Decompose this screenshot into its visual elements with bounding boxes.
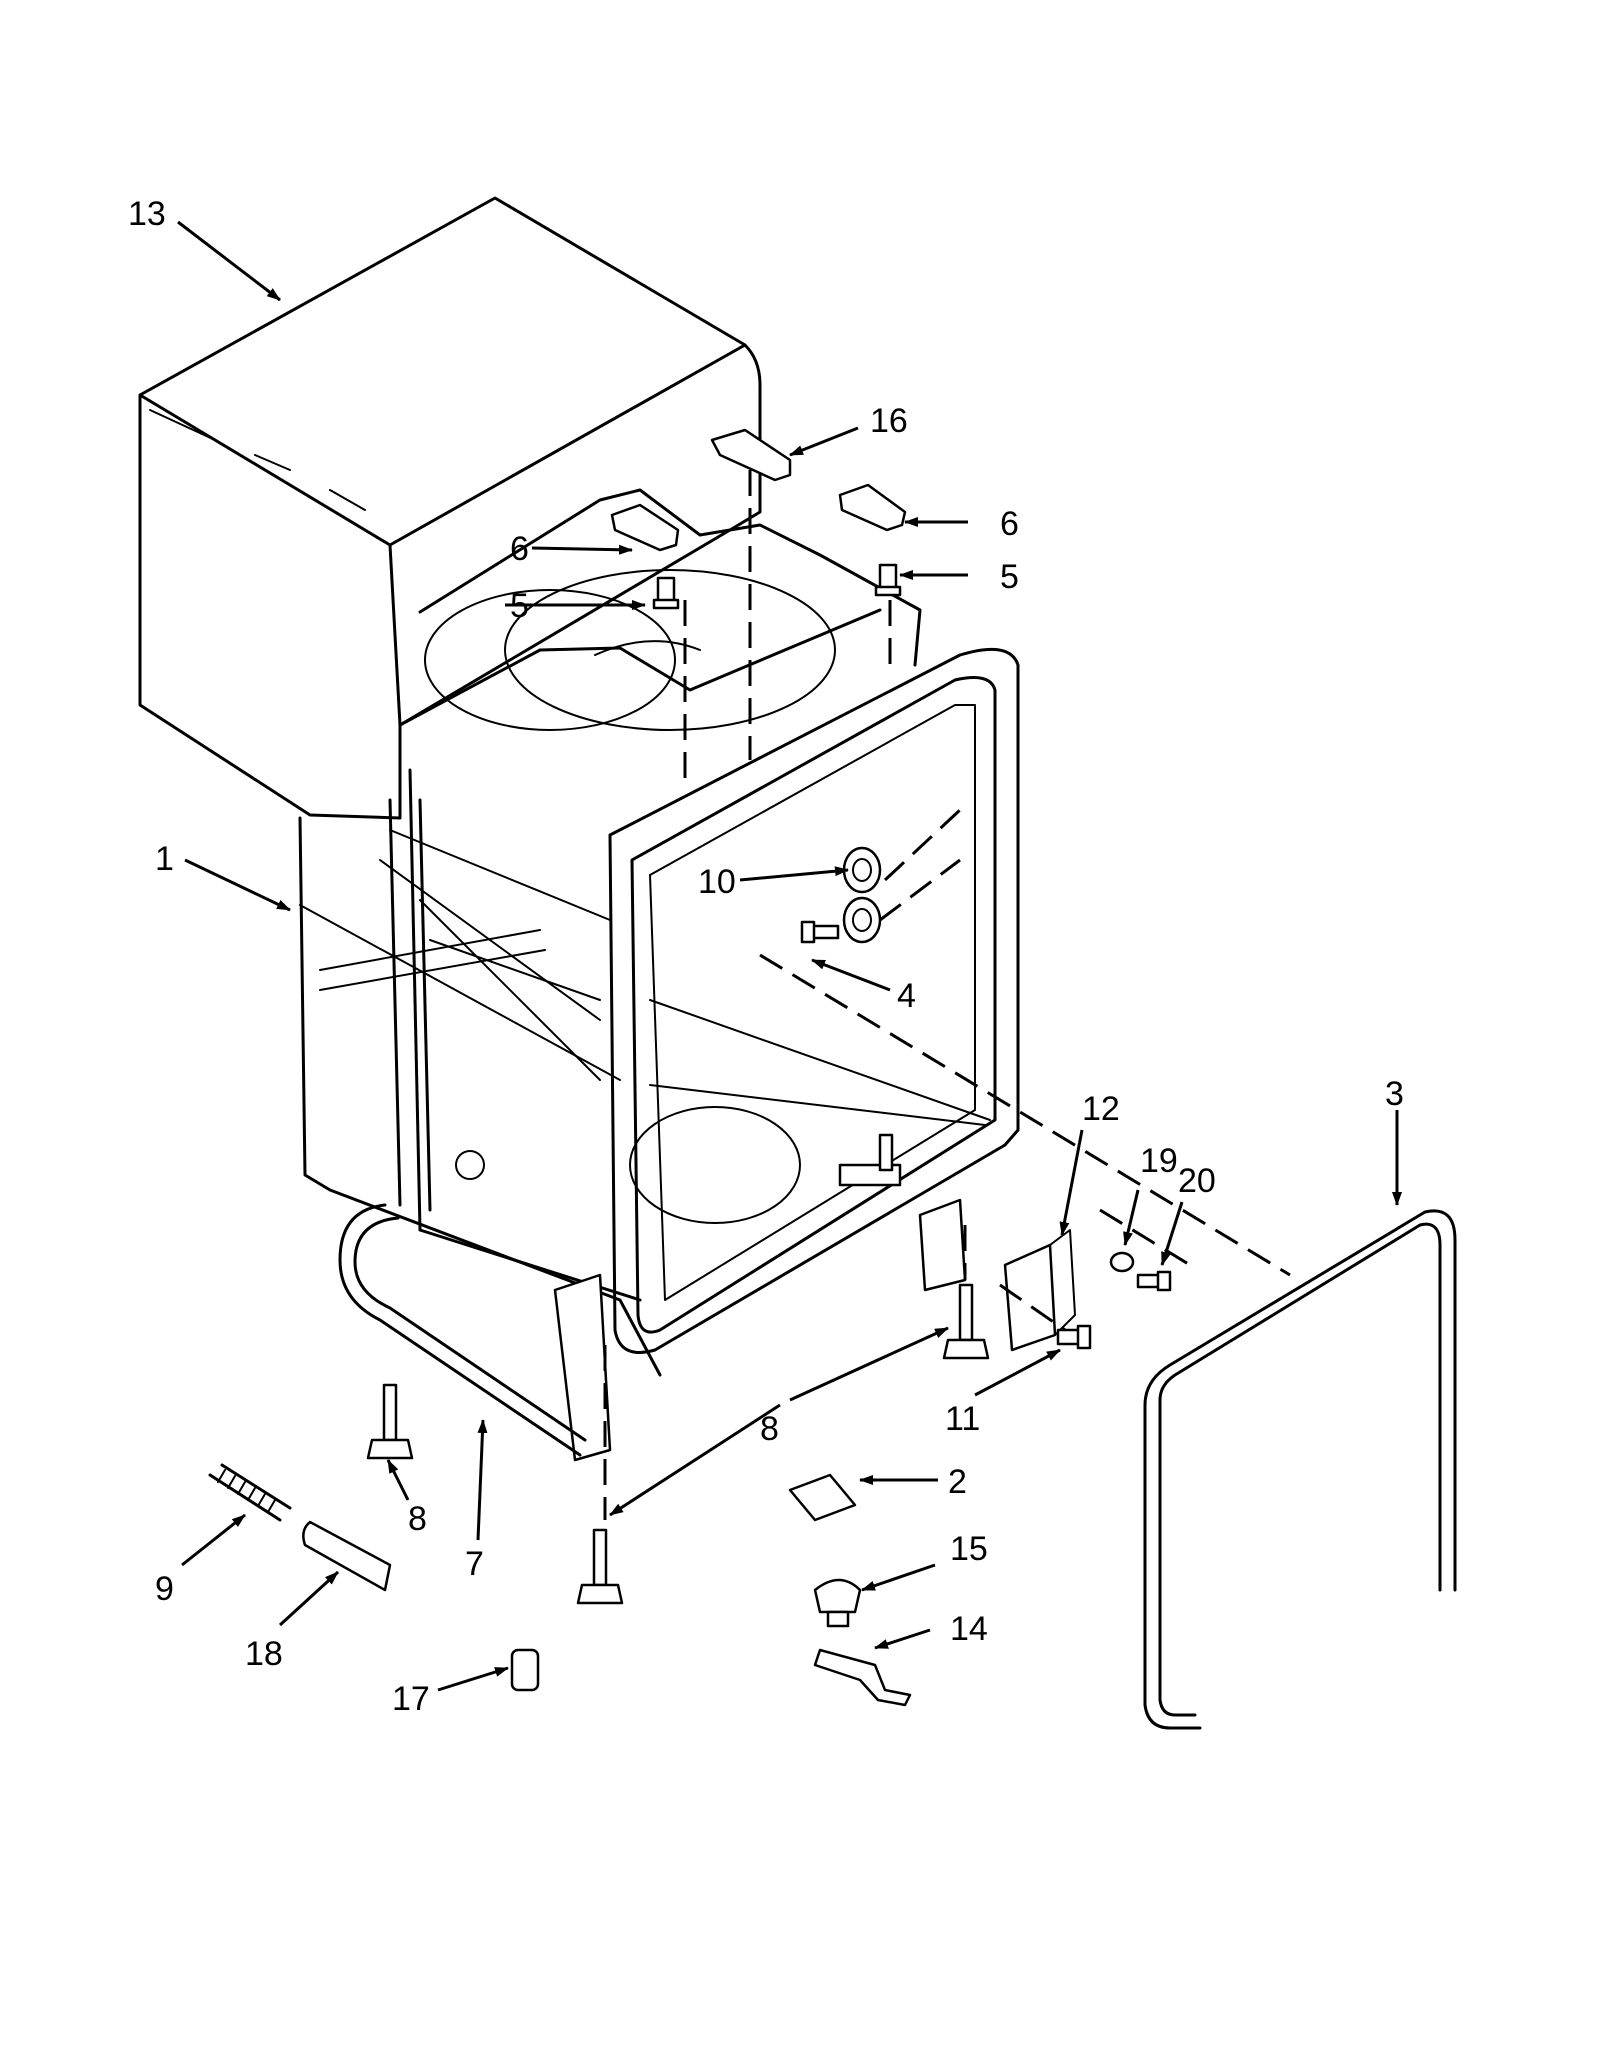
tub-assembly (298, 488, 1020, 1462)
callout-4: 4 (897, 977, 916, 1015)
callout-18: 18 (245, 1635, 283, 1673)
screw-left (652, 576, 680, 610)
callout-19: 19 (1140, 1142, 1178, 1180)
leveling-leg-left (366, 1383, 414, 1460)
callout-1: 1 (155, 840, 174, 878)
mounting-bracket-right (838, 483, 907, 532)
wire-shield-bracket (1003, 1243, 1057, 1352)
callout-13: 13 (128, 195, 166, 233)
callout-3: 3 (1385, 1075, 1404, 1113)
callout-16: 16 (870, 402, 908, 440)
callout-11: 11 (945, 1400, 980, 1438)
screw-right (874, 563, 902, 597)
mounting-bracket-left (610, 503, 680, 552)
clip (510, 1648, 540, 1692)
callout-10: 10 (698, 863, 736, 901)
callout-17: 17 (392, 1680, 430, 1718)
callout-20: 20 (1178, 1162, 1216, 1200)
screw-20 (1136, 1270, 1172, 1292)
spring (208, 1463, 292, 1522)
leveling-leg-right (942, 1283, 990, 1360)
top-mounting-bracket (710, 428, 792, 482)
washer (1109, 1251, 1135, 1273)
callout-8-left: 8 (408, 1500, 427, 1538)
door-gasket (1158, 1222, 1442, 1717)
screw-4 (800, 920, 840, 944)
grommets (842, 846, 882, 944)
callout-6-left: 6 (510, 530, 529, 568)
foam-pad (302, 1520, 392, 1592)
callout-6-right: 6 (1000, 505, 1019, 543)
thermostat (813, 1578, 862, 1628)
callout-15: 15 (950, 1530, 988, 1568)
callout-9: 9 (155, 1570, 174, 1608)
callout-5-left: 5 (510, 587, 529, 625)
callout-14: 14 (950, 1610, 988, 1648)
leveling-leg-center (576, 1528, 624, 1605)
callout-12: 12 (1082, 1090, 1120, 1128)
callout-5-right: 5 (1000, 558, 1019, 596)
insulation-blanket (138, 196, 762, 820)
callout-2: 2 (948, 1463, 967, 1501)
thermostat-bracket (813, 1648, 912, 1707)
callout-7: 7 (465, 1545, 484, 1583)
screw-11 (1056, 1324, 1092, 1350)
callout-8-center: 8 (760, 1410, 779, 1448)
label-plate (788, 1473, 857, 1522)
